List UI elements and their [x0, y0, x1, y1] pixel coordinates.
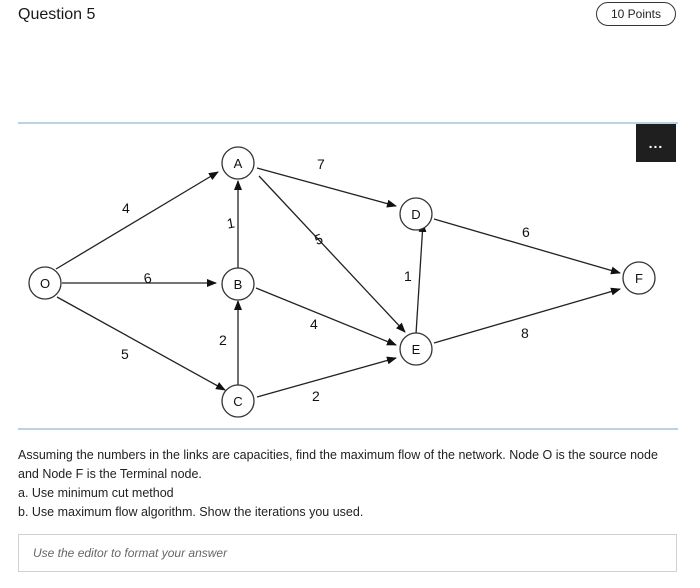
node-o: O: [28, 266, 62, 300]
edge-b-e: [255, 287, 397, 346]
edge-a-e: [258, 175, 406, 333]
part-b: b. Use maximum flow algorithm. Show the …: [18, 505, 364, 519]
divider-top: [18, 122, 678, 124]
edge-a-d: [256, 167, 397, 208]
capacity-e-d: 1: [404, 268, 412, 284]
node-d: D: [399, 197, 433, 231]
question-prompt: Assuming the numbers in the links are ca…: [18, 448, 658, 481]
points-badge: 10 Points: [596, 2, 676, 26]
capacity-o-a: 4: [122, 200, 130, 216]
capacity-b-e: 4: [310, 316, 318, 332]
capacity-a-e: 5: [312, 230, 325, 248]
node-d-label: D: [411, 207, 420, 222]
capacity-o-c: 5: [121, 346, 129, 362]
question-title: Question 5: [18, 6, 96, 23]
edge-d-f: [433, 218, 621, 275]
edge-e-f: [433, 287, 621, 344]
node-c-label: C: [233, 394, 242, 409]
edge-o-c: [56, 296, 226, 391]
node-f: F: [622, 261, 656, 295]
answer-editor[interactable]: [18, 534, 677, 572]
network-diagram: 4 6 5 1 7 5 2 4 2 1 6 8 O A B C D E F: [28, 146, 656, 418]
part-a: a. Use minimum cut method: [18, 486, 174, 500]
node-f-label: F: [635, 271, 643, 286]
node-a: A: [221, 146, 255, 180]
node-e-label: E: [412, 342, 421, 357]
capacity-c-e: 2: [312, 388, 320, 404]
answer-input[interactable]: [19, 535, 676, 571]
node-a-label: A: [234, 156, 243, 171]
edge-c-e: [256, 356, 397, 398]
capacity-d-f: 6: [522, 224, 530, 240]
capacity-e-f: 8: [521, 325, 529, 341]
capacity-a-d: 7: [317, 156, 325, 172]
node-e: E: [399, 332, 433, 366]
node-o-label: O: [40, 276, 50, 291]
node-b: B: [221, 267, 255, 301]
edge-e-d: [415, 222, 427, 335]
capacity-c-b: 2: [219, 332, 227, 348]
divider-bottom: [18, 428, 678, 430]
node-b-label: B: [234, 277, 243, 292]
more-options-button[interactable]: ...: [636, 124, 676, 162]
question-body: Assuming the numbers in the links are ca…: [18, 446, 678, 522]
edge-o-a: [55, 171, 219, 270]
node-c: C: [221, 384, 255, 418]
capacity-o-b: 6: [142, 269, 153, 286]
capacity-b-a: 1: [225, 214, 236, 231]
